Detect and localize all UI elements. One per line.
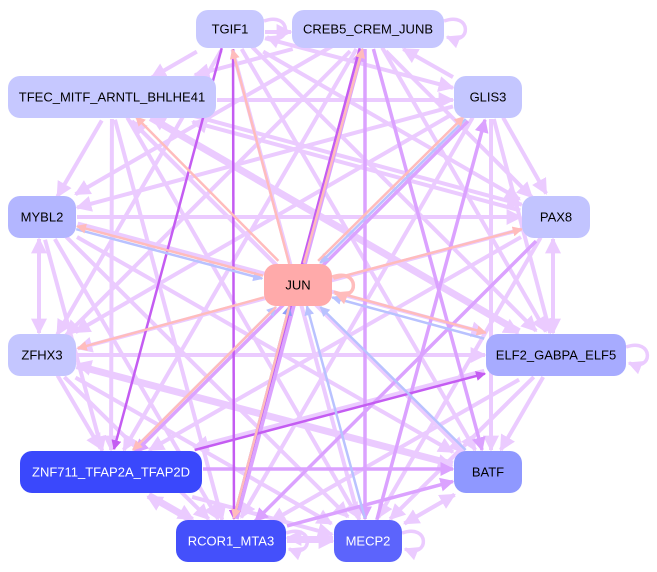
node-label: CREB5_CREM_JUNB [303,22,433,37]
node-glis3[interactable]: GLIS3 [454,76,522,118]
node-pax8[interactable]: PAX8 [522,196,590,238]
node-label: ZNF711_TFAP2A_TFAP2D [32,465,190,480]
node-tgif1[interactable]: TGIF1 [196,10,264,48]
edge-tgif1-to-pax8 [262,49,521,202]
edge-jun-to-zfhx3 [76,296,265,351]
node-box [522,196,590,238]
edge-mecp2-to-jun [304,305,367,519]
node-label: JUN [285,278,310,293]
edge-elf2-to-jun [331,294,485,340]
edge-jun-to-pax8 [333,226,523,280]
self-loop-elf2 [625,343,650,375]
node-box [264,264,332,306]
edge-glis3-to-zfhx3 [74,112,453,334]
node-label: MECP2 [346,534,391,549]
self-loop-mecp2 [401,529,426,561]
edge-jun-to-elf2 [333,290,487,336]
edge-elf2-to-tfec [149,114,521,333]
node-tfec[interactable]: TFEC_MITF_ARNTL_BHLHE41 [8,76,216,118]
edge-rcor1-to-batf [286,477,455,528]
edge-tfec-to-mybl2 [55,119,104,198]
edge-mybl2-to-batf [76,235,455,454]
self-loop-creb5 [443,17,468,49]
node-rcor1[interactable]: RCOR1_MTA3 [176,520,286,562]
edge-batf-to-jun [319,306,467,451]
edge-jun-to-rcor1 [231,305,291,520]
edge-znf711-to-elf2 [194,371,486,452]
node-box [176,520,286,562]
edge-jun-to-znf711 [132,306,277,451]
edge-jun-to-creb5 [302,48,365,264]
edge-rcor1-to-znf711 [146,494,193,524]
edge-creb5-to-batf [371,48,486,452]
node-mecp2[interactable]: MECP2 [334,520,402,562]
node-box [454,76,522,118]
node-label: RCOR1_MTA3 [188,534,274,549]
node-mybl2[interactable]: MYBL2 [8,196,76,238]
edge-tgif1-to-rcor1 [228,48,239,520]
edge-glis3-to-jun [319,118,467,264]
edge-elf2-to-batf [499,375,545,452]
self-loop-rcor1 [285,529,310,561]
self-loop-tgif1 [263,17,288,49]
node-batf[interactable]: BATF [454,451,522,493]
node-jun[interactable]: JUN [264,264,332,306]
edge-jun-to-mybl2 [76,223,264,277]
edge-jun-to-glis3 [317,115,465,262]
edge-creb5-to-znf711 [122,47,359,452]
node-label: GLIS3 [470,90,507,105]
edge-jun-to-tfec [135,116,280,262]
node-elf2[interactable]: ELF2_GABPA_ELF5 [486,334,626,376]
edge-mecp2-to-batf [403,492,456,526]
node-box [196,10,264,48]
node-creb5[interactable]: CREB5_CREM_JUNB [292,10,444,48]
edge-glis3-to-mybl2 [75,104,454,212]
edge-glis3-to-pax8 [501,116,548,195]
node-box [486,334,626,376]
edge-zfhx3-to-znf711 [55,374,103,450]
edges-layer [31,17,650,561]
edge-mecp2-to-glis3 [375,118,489,521]
node-zfhx3[interactable]: ZFHX3 [8,334,76,376]
node-box [8,76,216,118]
edge-tgif1-to-tfec [150,49,198,80]
node-znf711[interactable]: ZNF711_TFAP2A_TFAP2D [20,451,202,493]
node-label: BATF [472,465,504,480]
node-box [8,196,76,238]
node-label: PAX8 [540,210,572,225]
edge-creb5-to-tfec [193,47,294,80]
self-loop-jun [331,273,356,305]
edge-tfec-to-elf2 [148,117,520,335]
edge-mybl2-to-jun [75,227,264,282]
node-box [454,451,522,493]
nodes-layer: TGIF1 CREB5_CREM_JUNB TFEC_MITF_ARNTL_BHLH… [8,10,626,562]
node-box [292,10,444,48]
node-label: ELF2_GABPA_ELF5 [496,348,616,363]
node-label: TFEC_MITF_ARNTL_BHLHE41 [19,90,205,105]
node-box [20,451,202,493]
node-box [334,520,402,562]
node-label: MYBL2 [21,210,64,225]
edge-pax8-to-znf711 [148,235,522,452]
node-label: TGIF1 [212,22,249,37]
node-box [8,334,76,376]
edge-elf2-to-znf711 [192,368,485,452]
edge-jun-to-tgif1 [229,48,291,265]
edge-glis3-to-creb5 [401,47,454,79]
node-label: ZFHX3 [21,348,62,363]
